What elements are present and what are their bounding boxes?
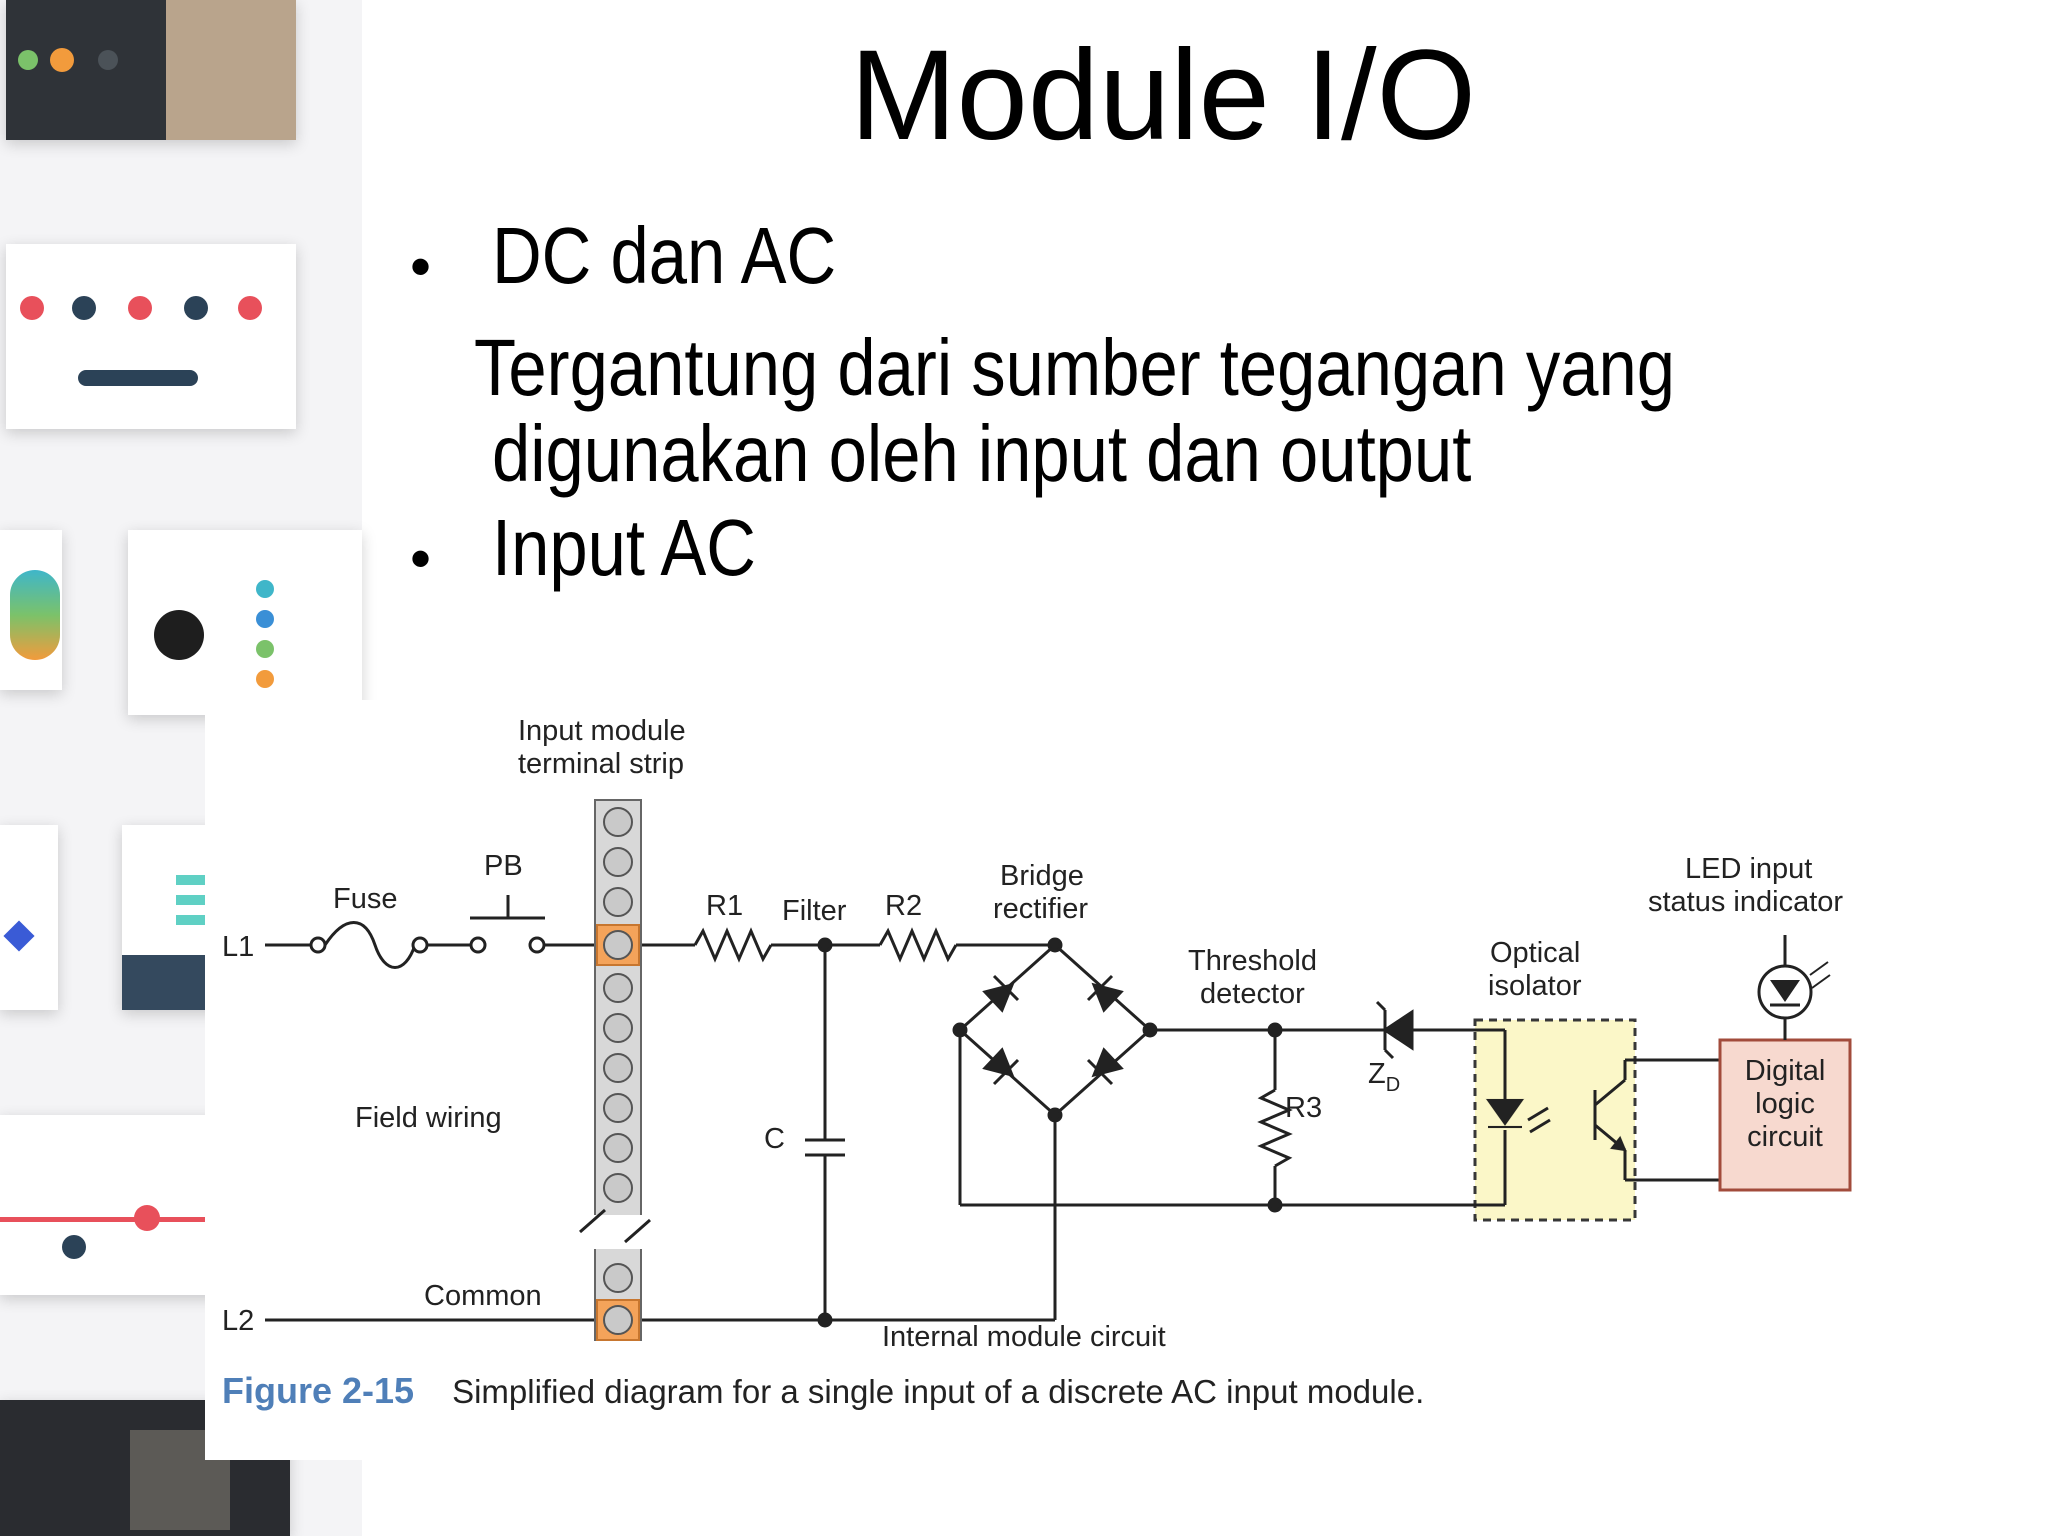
label-zd: ZD [1368,1058,1400,1096]
terminal-screws [596,807,640,1341]
label-l2: L2 [222,1305,254,1337]
label-digital-1: Digital [1745,1055,1826,1087]
label-bridge-2: rectifier [993,893,1088,925]
label-common: Common [424,1280,542,1312]
label-optical-1: Optical [1490,937,1580,969]
label-internal-circuit: Internal module circuit [882,1321,1166,1353]
label-l1: L1 [222,931,254,963]
bullet-subtext-line-1: Tergantung dari sumber tegangan yang [474,323,1676,412]
label-pb: PB [484,850,523,882]
label-r2: R2 [885,890,922,922]
figure-number: Figure 2-15 [222,1370,415,1411]
figure-caption-text: Simplified diagram for a single input of… [452,1373,1425,1410]
thumbnail-slide-1[interactable] [6,0,296,140]
label-threshold-1: Threshold [1188,945,1317,977]
label-optical-2: isolator [1488,970,1582,1002]
bullet-marker: • [410,525,432,592]
label-field-wiring: Field wiring [355,1102,502,1134]
thumbnail-slide-3[interactable] [0,530,62,690]
slide-title: Module I/O [850,24,1477,167]
label-filter: Filter [782,895,847,927]
figure-caption: Figure 2-15 Simplified diagram for a sing… [222,1370,1424,1412]
thumbnail-slide-5[interactable] [0,825,58,1010]
ac-input-module-diagram: Input module terminal strip PB Fuse L1 L… [222,715,1852,1353]
optical-isolator-box [1473,1018,1637,1222]
label-digital-2: logic [1755,1088,1815,1120]
label-threshold-2: detector [1200,978,1305,1010]
bullet-item-dc-ac: DC dan AC [492,211,837,300]
label-led-2: status indicator [1648,886,1843,918]
thumbnail-slide-4[interactable] [128,530,362,715]
label-led-1: LED input [1685,853,1812,885]
bullet-marker: • [410,233,432,300]
thumbnail-slide-2[interactable] [6,244,296,429]
bullet-subtext-line-2: digunakan oleh input dan output [492,409,1472,498]
label-bridge-1: Bridge [1000,860,1084,892]
label-digital-3: circuit [1747,1121,1823,1153]
label-r3: R3 [1285,1092,1322,1124]
label-fuse: Fuse [333,883,397,915]
label-c: C [764,1123,785,1155]
label-terminal-strip-2: terminal strip [518,748,684,780]
label-r1: R1 [706,890,743,922]
bullet-item-input-ac: Input AC [492,503,756,592]
label-terminal-strip-1: Input module [518,715,686,747]
